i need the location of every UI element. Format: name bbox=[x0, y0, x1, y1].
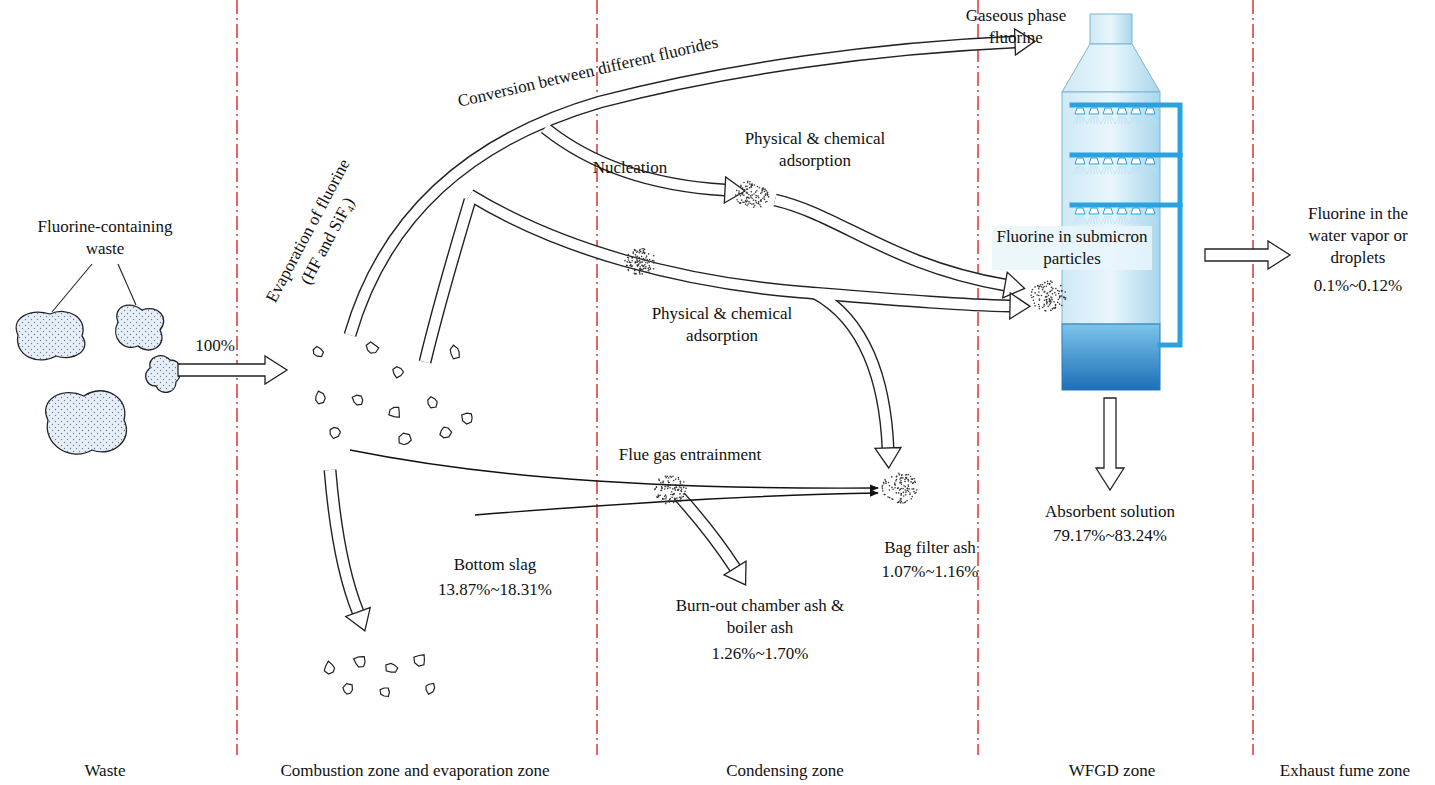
percentage-label: 1.07%~1.16% bbox=[860, 561, 1000, 583]
process-label: Nucleation bbox=[580, 157, 680, 179]
leader-lines bbox=[52, 264, 136, 312]
phase-label: Fluorine in submicron particles bbox=[992, 226, 1152, 270]
output-label: Absorbent solution bbox=[1025, 501, 1195, 523]
process-label: Conversion between different fluorides bbox=[434, 26, 741, 117]
percentage-label: 0.1%~0.12% bbox=[1292, 275, 1424, 297]
entrainment-lines bbox=[350, 450, 878, 515]
process-label: Evaporation of fluorine (HF and SiF₄) bbox=[256, 146, 379, 326]
percentage-label: 79.17%~83.24% bbox=[1025, 525, 1195, 547]
zone-separators bbox=[237, 0, 1253, 755]
waste-label: Fluorine-containing waste bbox=[30, 216, 180, 260]
zone-name: WFGD zone bbox=[992, 760, 1232, 782]
phase-label: Gaseous phase fluorine bbox=[956, 5, 1076, 49]
percentage-label: 13.87%~18.31% bbox=[425, 579, 565, 601]
waste-blobs bbox=[16, 305, 181, 454]
output-label: Bottom slag bbox=[425, 554, 565, 576]
process-label: Physical & chemical adsorption bbox=[642, 303, 802, 347]
zone-name: Exhaust fume zone bbox=[1260, 760, 1430, 782]
output-label: Burn-out chamber ash & boiler ash bbox=[670, 595, 850, 639]
hollow-flow-bands bbox=[330, 29, 1035, 631]
percentage-label: 100% bbox=[185, 335, 245, 357]
zone-name: Waste bbox=[30, 760, 180, 782]
output-label: Bag filter ash bbox=[860, 537, 1000, 559]
process-label: Flue gas entrainment bbox=[600, 444, 780, 466]
waste-particles bbox=[313, 342, 472, 696]
percentage-label: 1.26%~1.70% bbox=[690, 643, 830, 665]
process-label: Physical & chemical adsorption bbox=[735, 128, 895, 172]
zone-name: Condensing zone bbox=[635, 760, 935, 782]
phase-label: Fluorine in the water vapor or droplets bbox=[1292, 203, 1424, 269]
wfgd-tower bbox=[1062, 14, 1180, 390]
zone-name: Combustion zone and evaporation zone bbox=[245, 760, 585, 782]
